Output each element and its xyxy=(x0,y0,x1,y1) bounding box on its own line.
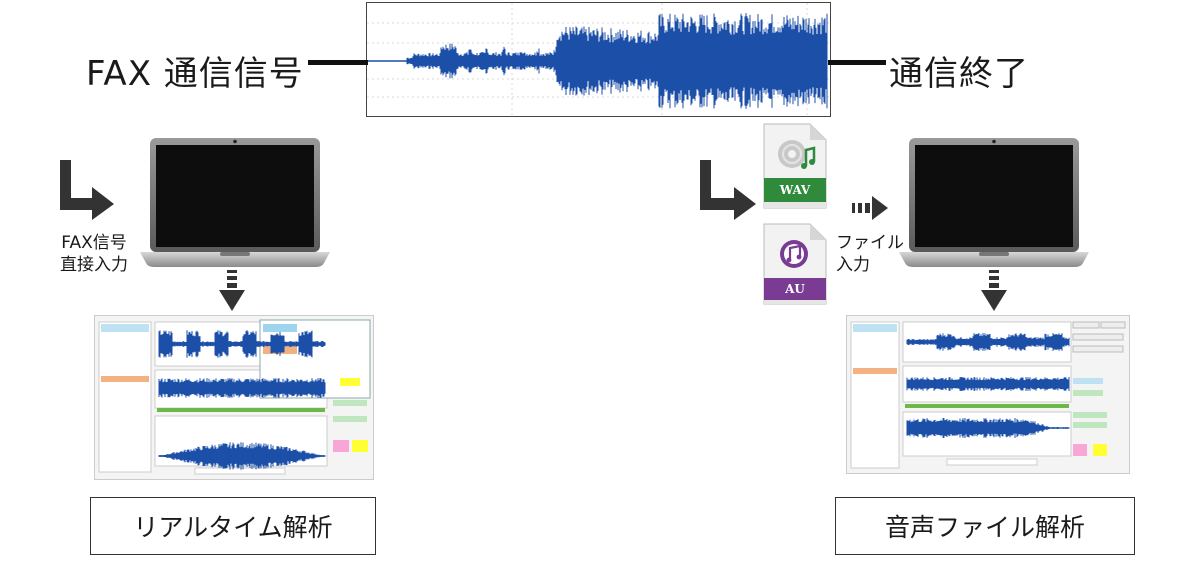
left-connector-line xyxy=(308,60,368,65)
file-analysis-app-screenshot xyxy=(846,315,1130,474)
comm-end-label: 通信終了 xyxy=(889,54,1029,94)
file-to-laptop-arrow-icon xyxy=(852,196,888,220)
direct-input-line1: FAX信号 xyxy=(61,233,127,253)
right-connector-line xyxy=(828,60,886,65)
file-input-line1: ファイル xyxy=(836,233,904,253)
realtime-analysis-label-box: リアルタイム解析 xyxy=(90,497,376,555)
file-input-line2: 入力 xyxy=(836,255,870,275)
realtime-app-screenshot xyxy=(94,315,374,480)
direct-input-line2: 直接入力 xyxy=(60,255,128,275)
file-input-label: ファイル 入力 xyxy=(836,232,904,276)
fax-signal-label: FAX 通信信号 xyxy=(86,54,304,94)
wav-file-icon: WAV xyxy=(762,122,828,210)
waveform-segment xyxy=(158,378,326,398)
waveform-segment xyxy=(158,442,326,470)
realtime-analysis-label: リアルタイム解析 xyxy=(133,513,333,542)
fax-waveform-trace xyxy=(367,13,828,109)
right-laptop-icon xyxy=(899,138,1089,267)
waveform-segment xyxy=(906,377,1070,391)
audio-file-analysis-label-box: 音声ファイル解析 xyxy=(835,497,1135,555)
fax-waveform-panel xyxy=(366,2,831,117)
left-l-arrow-icon xyxy=(60,160,114,220)
direct-input-label: FAX信号 直接入力 xyxy=(60,232,128,276)
fax-waveform-svg xyxy=(367,3,830,116)
waveform-segment xyxy=(158,330,326,358)
audio-file-analysis-label: 音声ファイル解析 xyxy=(884,513,1085,542)
left-down-arrow-icon xyxy=(219,270,245,311)
au-file-icon: AU xyxy=(762,222,828,306)
wav-file-type-label: WAV xyxy=(779,183,811,197)
right-l-arrow-icon xyxy=(700,160,756,220)
au-file-type-label: AU xyxy=(785,282,805,296)
left-laptop-icon xyxy=(140,138,330,267)
right-down-arrow-icon xyxy=(981,270,1007,311)
waveform-segment xyxy=(906,418,1070,438)
waveform-segment xyxy=(906,333,1070,351)
waveform-segment xyxy=(406,13,828,109)
